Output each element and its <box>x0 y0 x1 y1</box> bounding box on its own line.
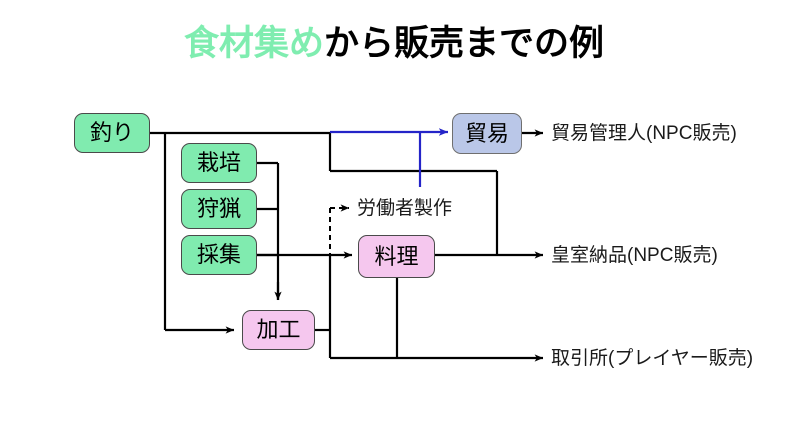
node-foraging[interactable]: 採集 <box>181 235 257 275</box>
annotation-worker-craft: 労働者製作 <box>357 198 453 219</box>
node-cooking-label: 料理 <box>374 243 419 269</box>
node-hunting[interactable]: 狩猟 <box>181 189 257 229</box>
node-processing-label: 加工 <box>256 317 301 342</box>
title-highlight: 食材集め <box>183 24 324 63</box>
node-farming-label: 栽培 <box>196 150 241 175</box>
node-fishing-label: 釣り <box>89 120 134 145</box>
output-trade-manager: 貿易管理人(NPC販売) <box>551 123 737 144</box>
node-trade[interactable]: 貿易 <box>452 113 522 154</box>
node-hunting-label: 狩猟 <box>196 196 241 221</box>
page-title: 食材集めから販売までの例 <box>0 22 788 66</box>
node-trade-label: 貿易 <box>464 120 509 146</box>
node-foraging-label: 採集 <box>196 242 241 267</box>
output-royal-delivery: 皇室納品(NPC販売) <box>551 245 718 266</box>
node-cooking[interactable]: 料理 <box>358 235 435 278</box>
title-rest: から販売までの例 <box>324 24 605 63</box>
node-farming[interactable]: 栽培 <box>181 143 257 183</box>
node-fishing[interactable]: 釣り <box>74 113 150 153</box>
output-marketplace: 取引所(プレイヤー販売) <box>551 348 754 369</box>
node-processing[interactable]: 加工 <box>242 310 315 350</box>
